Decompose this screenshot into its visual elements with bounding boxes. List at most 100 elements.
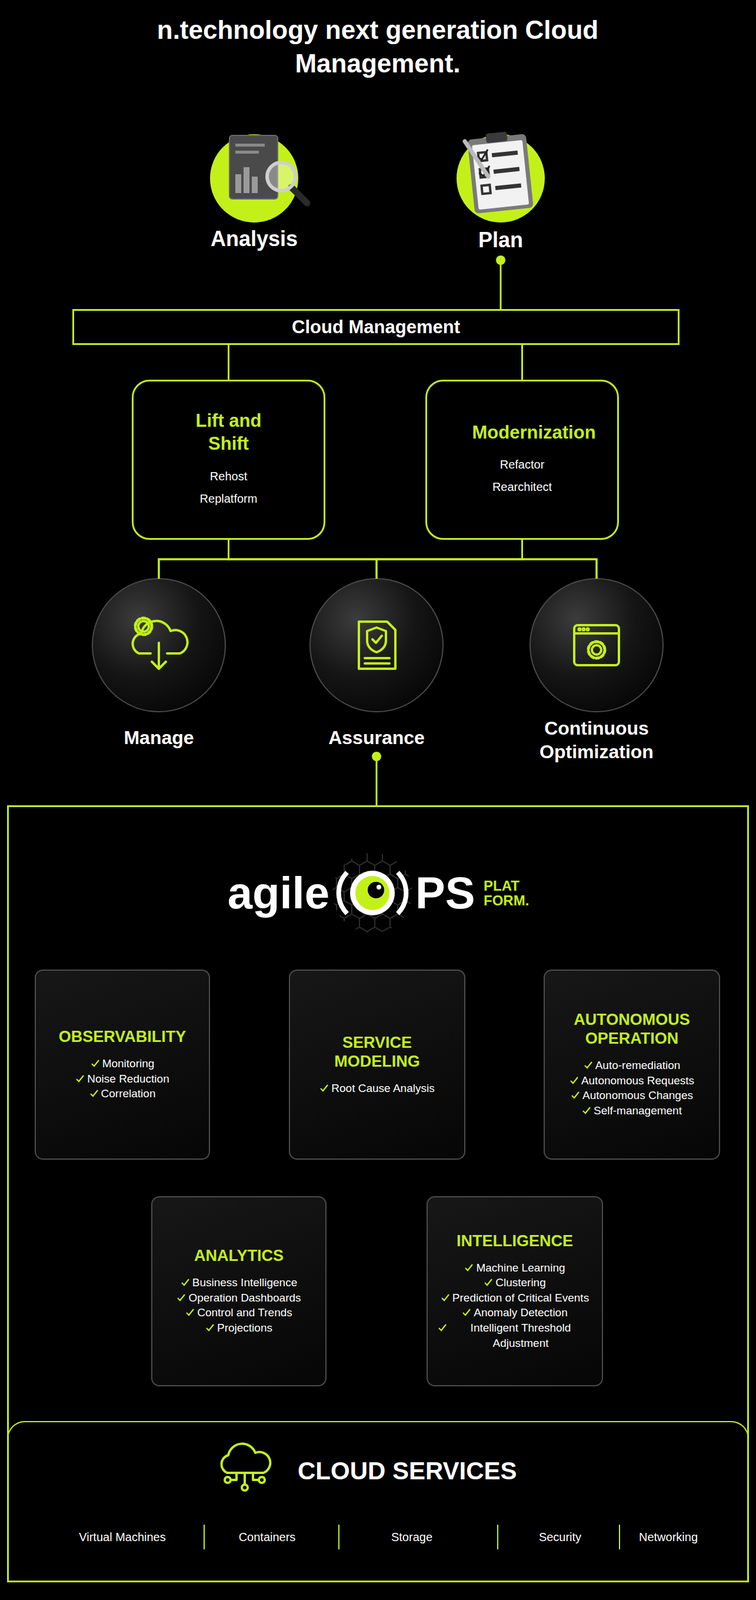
check-mark xyxy=(583,1059,594,1069)
card-item: Business Intelligence xyxy=(180,1274,298,1290)
card-heading: AUTONOMOUS OPERATION xyxy=(551,1010,712,1048)
box-item: Rehost xyxy=(210,464,248,488)
box-item: Rearchitect xyxy=(492,475,552,498)
node-label: Manage xyxy=(123,725,194,749)
connector xyxy=(495,255,506,309)
logo-text: agile xyxy=(227,868,330,917)
card-node: AUTONOMOUS OPERATION Auto-remediationAuto… xyxy=(543,968,721,1160)
node-label: Assurance xyxy=(328,725,425,749)
assurance-circle xyxy=(310,578,444,712)
check-stroke xyxy=(465,1263,473,1270)
bar-node: Cloud Management xyxy=(72,308,680,345)
card-item-text: Self-management xyxy=(593,1102,682,1118)
check-stroke xyxy=(438,1323,446,1330)
icon-space xyxy=(254,132,255,226)
card-item: Prediction of Critical Events xyxy=(440,1289,589,1305)
check-stroke xyxy=(584,1061,592,1068)
card-item: Anomaly Detection xyxy=(461,1304,568,1320)
card-item: Noise Reduction xyxy=(75,1070,169,1087)
check-stroke xyxy=(320,1084,328,1091)
card-item: Autonomous Changes xyxy=(570,1087,694,1103)
box-item: Refactor xyxy=(500,453,545,476)
card-item: Root Cause Analysis xyxy=(319,1080,435,1096)
card-list: Root Cause Analysis xyxy=(319,1080,435,1096)
node-label: Continuous Optimization xyxy=(508,715,685,764)
connector xyxy=(376,539,523,579)
box-heading: Modernization xyxy=(472,421,573,445)
card-list: MonitoringNoise ReductionCorrelation xyxy=(75,1055,169,1101)
card-item: Operation Dashboards xyxy=(176,1289,301,1305)
check-stroke xyxy=(206,1323,214,1330)
connector-line xyxy=(376,539,523,579)
check-stroke xyxy=(90,1089,98,1096)
check-mark xyxy=(75,1073,85,1083)
check-stroke xyxy=(571,1091,579,1098)
card-item-text: Anomaly Detection xyxy=(473,1304,568,1320)
card-node: OBSERVABILITY MonitoringNoise ReductionCo… xyxy=(34,968,211,1160)
icon-node: Manage xyxy=(70,578,248,749)
check-mark xyxy=(319,1082,329,1092)
check-mark xyxy=(205,1321,215,1332)
node-label: Analysis xyxy=(210,225,298,252)
check-mark xyxy=(440,1291,451,1302)
connector-line xyxy=(500,260,502,309)
check-mark xyxy=(483,1276,494,1287)
check-stroke xyxy=(186,1308,194,1315)
analysis-icon xyxy=(210,134,308,223)
card-list: Auto-remediationAutonomous RequestsAuton… xyxy=(569,1057,695,1118)
connector-line xyxy=(522,539,598,579)
manage-circle xyxy=(92,578,226,712)
logo-text: PS xyxy=(415,868,475,917)
platform-node: agilePSPLAT FORM.OBSERVABILITYMonitoring… xyxy=(7,804,749,1582)
check-mark xyxy=(180,1276,191,1287)
service-item: Containers xyxy=(238,1529,296,1544)
band-heading: CLOUD SERVICES xyxy=(297,1456,518,1485)
icon-space xyxy=(596,578,598,716)
connector xyxy=(521,344,523,380)
icon-node: Continuous Optimization xyxy=(508,578,685,764)
card-node: INTELLIGENCE Machine LearningClusteringPr… xyxy=(426,1195,604,1386)
check-mark xyxy=(569,1074,579,1085)
card-item: Projections xyxy=(205,1319,273,1335)
box-node: ModernizationRefactorRearchitect xyxy=(425,379,619,540)
card-item: Intelligent Threshold Adjustment xyxy=(437,1319,592,1350)
connector-dot xyxy=(495,255,506,265)
card-node: SERVICE MODELING Root Cause Analysis xyxy=(288,968,466,1160)
card-heading: INTELLIGENCE xyxy=(456,1231,574,1251)
check-stroke xyxy=(91,1059,99,1066)
card-node: ANALYTICS Business IntelligenceOperation … xyxy=(151,1195,327,1386)
check-mark xyxy=(90,1057,101,1068)
card-heading: SERVICE MODELING xyxy=(315,1033,439,1071)
check-stroke xyxy=(76,1074,84,1081)
card-item-text: Root Cause Analysis xyxy=(331,1080,435,1096)
card-item-text: Intelligent Threshold Adjustment xyxy=(449,1319,592,1350)
card-item: Correlation xyxy=(89,1085,156,1101)
service-item: Storage xyxy=(391,1529,433,1544)
icon-node: Plan xyxy=(441,132,560,253)
icon-node: Assurance xyxy=(288,578,465,749)
eye-logo xyxy=(332,852,413,933)
optimization-circle xyxy=(530,578,664,712)
card-item: Machine Learning xyxy=(464,1259,565,1275)
icon-space xyxy=(158,578,160,726)
icon-space xyxy=(376,578,378,726)
card-list: Machine LearningClusteringPrediction of … xyxy=(437,1259,592,1351)
check-stroke xyxy=(484,1278,492,1285)
connector-line xyxy=(158,539,523,579)
card-heading: OBSERVABILITY xyxy=(58,1027,187,1047)
check-mark xyxy=(185,1306,195,1317)
connector-line xyxy=(375,756,378,805)
card-item: Control and Trends xyxy=(185,1304,293,1320)
service-item: Virtual Machines xyxy=(78,1529,166,1544)
icon-node: Analysis xyxy=(195,132,313,252)
card-item-text: Autonomous Changes xyxy=(582,1087,694,1103)
connector-line xyxy=(521,344,524,380)
card-item: Self-management xyxy=(581,1102,682,1118)
card-item-text: Noise Reduction xyxy=(87,1070,169,1087)
cloud-services-icon xyxy=(221,1443,271,1490)
card-heading: ANALYTICS xyxy=(194,1246,284,1265)
card-list: Business IntelligenceOperation Dashboard… xyxy=(176,1274,301,1335)
check-mark xyxy=(581,1104,592,1115)
